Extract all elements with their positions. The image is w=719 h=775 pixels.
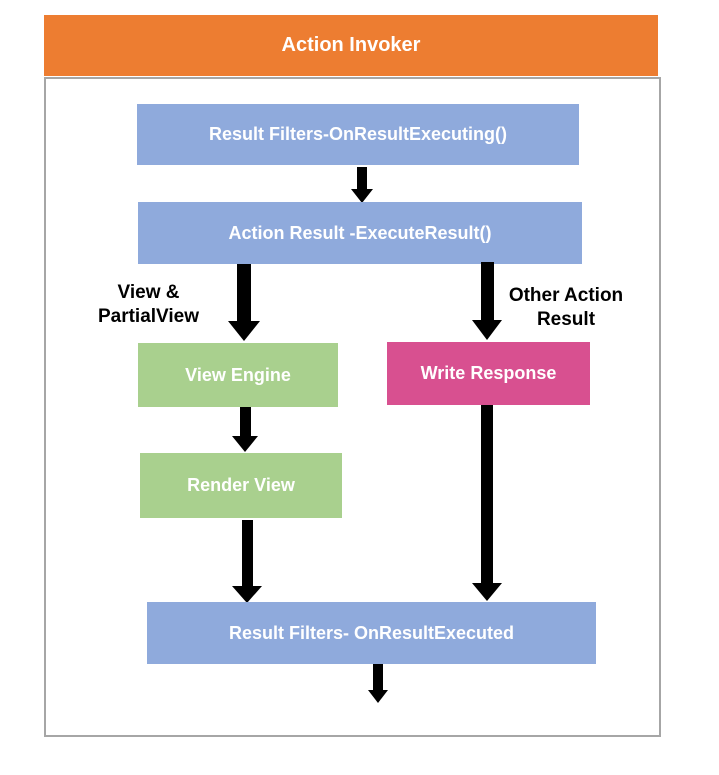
arrow-head [472, 583, 502, 601]
branch-label-line: View & [117, 282, 180, 303]
node-label: Result Filters-OnResultExecuting() [208, 124, 508, 144]
node-label: Action Result -ExecuteResult() [228, 222, 492, 243]
arrow-down-icon [472, 405, 502, 601]
arrow-shaft [480, 262, 494, 320]
arrow-down-icon [351, 167, 373, 203]
diagram-canvas: Result Filters-OnResultExecuting() Actio… [44, 77, 661, 737]
arrow-shaft [239, 407, 251, 436]
arrow-down-icon [228, 264, 260, 341]
arrow-down-icon [368, 664, 388, 703]
arrow-head [232, 436, 258, 452]
branch-label-view-partialview: View & PartialView [78, 281, 219, 329]
diagram-header: Action Invoker [44, 15, 658, 76]
node-result-filters-executing: Result Filters-OnResultExecuting() [137, 104, 579, 165]
arrow-shaft [237, 264, 251, 321]
node-label: Write Response [420, 363, 557, 383]
node-result-filters-executed: Result Filters- OnResultExecuted [147, 602, 596, 664]
arrow-head [472, 320, 502, 340]
diagram-title: Action Invoker [281, 34, 421, 56]
node-label: Result Filters- OnResultExecuted [228, 622, 515, 643]
arrow-head [232, 586, 262, 603]
arrow-down-icon [471, 262, 503, 340]
node-label: View Engine [185, 364, 291, 385]
arrow-shaft [481, 405, 493, 583]
arrow-shaft [357, 167, 367, 189]
node-write-response: Write Response [387, 342, 590, 405]
arrow-shaft [241, 520, 253, 586]
arrow-down-icon [232, 520, 262, 603]
arrow-down-icon [232, 407, 258, 452]
arrow-head [351, 189, 373, 203]
branch-label-line: Result [536, 309, 596, 330]
branch-label-line: PartialView [97, 306, 200, 327]
node-view-engine: View Engine [138, 343, 338, 407]
branch-label-line: Other Action [508, 285, 624, 306]
node-action-result: Action Result -ExecuteResult() [138, 202, 582, 264]
node-label: Render View [187, 475, 295, 495]
arrow-head [368, 690, 388, 703]
arrow-shaft [373, 664, 383, 690]
branch-label-other-action-result: Other Action Result [496, 284, 636, 332]
node-render-view: Render View [140, 453, 342, 518]
arrow-head [228, 321, 260, 341]
